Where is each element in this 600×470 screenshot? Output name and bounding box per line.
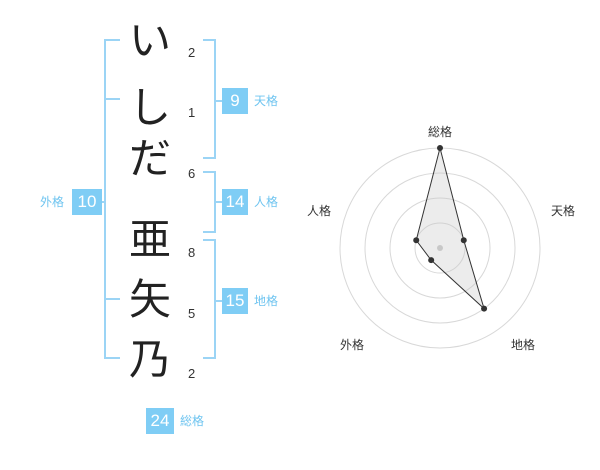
tenkaku-bracket [203, 39, 216, 159]
gaikaku-badge: 10 [72, 189, 102, 215]
name-char-6: 乃 [128, 335, 171, 384]
tenkaku-badge: 9 [222, 88, 248, 114]
name-char-4: 亜 [128, 215, 171, 264]
stroke-count-3: 6 [188, 166, 196, 181]
radar-point-3 [481, 305, 488, 312]
radar-axis-label-tenkaku: 天格 [551, 204, 576, 218]
stroke-count-2: 1 [188, 105, 196, 120]
radar-point-5 [413, 237, 420, 244]
radar-axis-label-jinkaku: 人格 [307, 204, 332, 218]
radar-center [437, 245, 443, 251]
jinkaku-badge: 14 [222, 189, 248, 215]
radar-polygon [415, 147, 486, 311]
radar-ring [389, 197, 491, 299]
gaikaku-label: 外格 [40, 195, 65, 209]
radar-ring [364, 172, 516, 324]
radar-ring [414, 222, 466, 274]
chikaku-label: 地格 [254, 294, 279, 308]
soukaku-badge: 24 [146, 408, 174, 434]
stroke-count-6: 2 [188, 366, 196, 381]
name-char-2: し [128, 83, 171, 132]
radar-axis-label-gaikaku: 外格 [340, 338, 365, 352]
radar-axis-label-chikaku: 地格 [511, 338, 536, 352]
stroke-count-4: 8 [188, 245, 196, 260]
radar-point-1 [437, 145, 443, 151]
radar-point-2 [460, 237, 467, 244]
stroke-count-1: 2 [188, 45, 196, 60]
jinkaku-label: 人格 [254, 195, 279, 209]
radar-point-4 [428, 257, 435, 264]
name-char-1: い [128, 16, 171, 65]
radar-axis-label-soukaku: 総格 [428, 125, 453, 139]
soukaku-label: 総格 [180, 414, 205, 428]
stroke-count-5: 5 [188, 306, 196, 321]
name-char-3: だ [128, 134, 171, 183]
gaikaku-bracket [104, 39, 120, 359]
chikaku-badge: 15 [222, 288, 248, 314]
chikaku-bracket [203, 239, 216, 359]
tenkaku-label: 天格 [254, 94, 279, 108]
name-char-5: 矢 [128, 275, 171, 324]
